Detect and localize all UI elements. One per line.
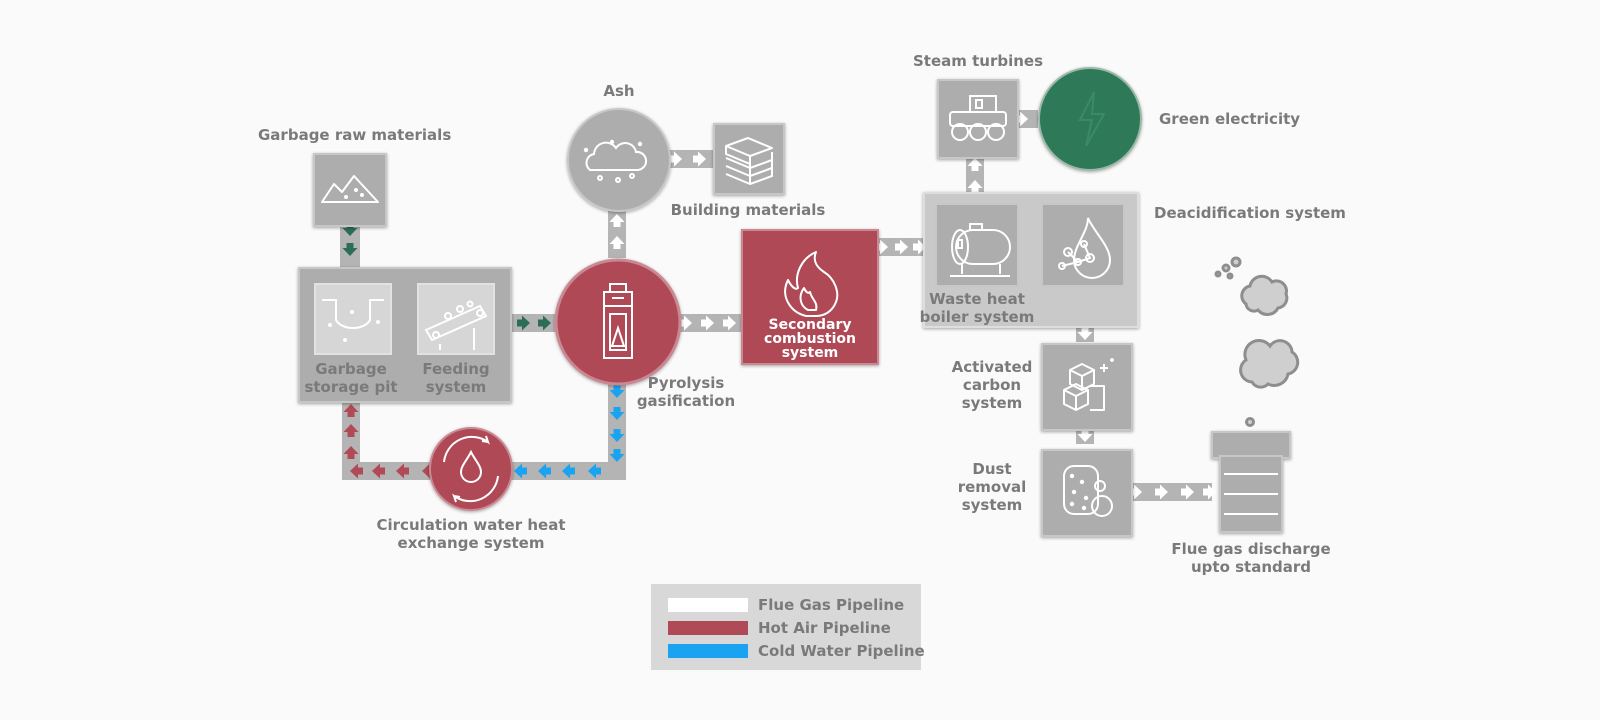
lightning-icon	[1078, 91, 1106, 147]
legend-swatch-cold-water	[668, 644, 748, 658]
storage-feeding-panel	[298, 267, 512, 403]
deacidification-system-label: Deacidification system	[1154, 204, 1346, 222]
legend-swatch-hot-air	[668, 621, 748, 635]
circulation-water-label: Circulation water heat exchange system	[376, 516, 566, 552]
pyrolysis-gasification-label: Pyrolysis gasification	[636, 374, 736, 410]
flue-gas-discharge-label: Flue gas discharge upto standard	[1171, 540, 1331, 576]
deacidification-panel	[923, 192, 1139, 328]
waste-heat-boiler-label: Waste heat boiler system	[919, 290, 1035, 326]
conveyor-icon	[424, 300, 488, 350]
garbage-raw-materials-label: Garbage raw materials	[258, 126, 452, 144]
storage-pit-icon	[322, 299, 384, 342]
garbage-pile-icon	[321, 175, 379, 203]
cubes-icon	[1063, 358, 1114, 411]
activated-carbon-label: Activated carbon system	[951, 358, 1033, 412]
filter-bubbles-icon	[1063, 465, 1113, 517]
pipeline-legend: Flue Gas Pipeline Hot Air Pipeline Cold …	[651, 584, 925, 670]
feeding-system-label: Feeding system	[422, 360, 490, 396]
steam-turbines-label: Steam turbines	[912, 52, 1044, 70]
building-materials-label: Building materials	[670, 201, 826, 219]
green-electricity-label: Green electricity	[1159, 110, 1301, 128]
flame-icon	[784, 251, 839, 317]
ash-node	[567, 108, 671, 212]
dust-removal-node	[1041, 449, 1133, 537]
droplet-molecule-icon	[1058, 217, 1112, 279]
ash-cloud-icon	[583, 139, 647, 183]
pyrolysis-node	[554, 258, 682, 386]
steam-turbines-node	[937, 79, 1019, 159]
secondary-combustion-node	[741, 229, 879, 365]
ash-label: Ash	[603, 82, 635, 100]
recycle-droplet-icon	[443, 435, 499, 503]
legend-label-hot-air: Hot Air Pipeline	[758, 619, 891, 637]
bricks-icon	[725, 137, 773, 185]
gasifier-icon	[603, 283, 633, 359]
garbage-raw-materials-node	[313, 153, 387, 227]
smoke-cloud-icon	[1214, 256, 1300, 427]
legend-label-cold-water: Cold Water Pipeline	[758, 642, 925, 660]
secondary-combustion-label: Secondary combustion system	[764, 317, 856, 361]
circulation-node	[429, 427, 513, 511]
chimney-stack	[1211, 431, 1291, 533]
turbine-machine-icon	[949, 95, 1007, 141]
legend-swatch-flue-gas	[668, 598, 748, 612]
garbage-storage-pit-label: Garbage storage pit	[304, 360, 398, 396]
boiler-icon	[950, 223, 1011, 277]
dust-removal-label: Dust removal system	[957, 460, 1027, 514]
legend-label-flue-gas: Flue Gas Pipeline	[758, 596, 905, 614]
